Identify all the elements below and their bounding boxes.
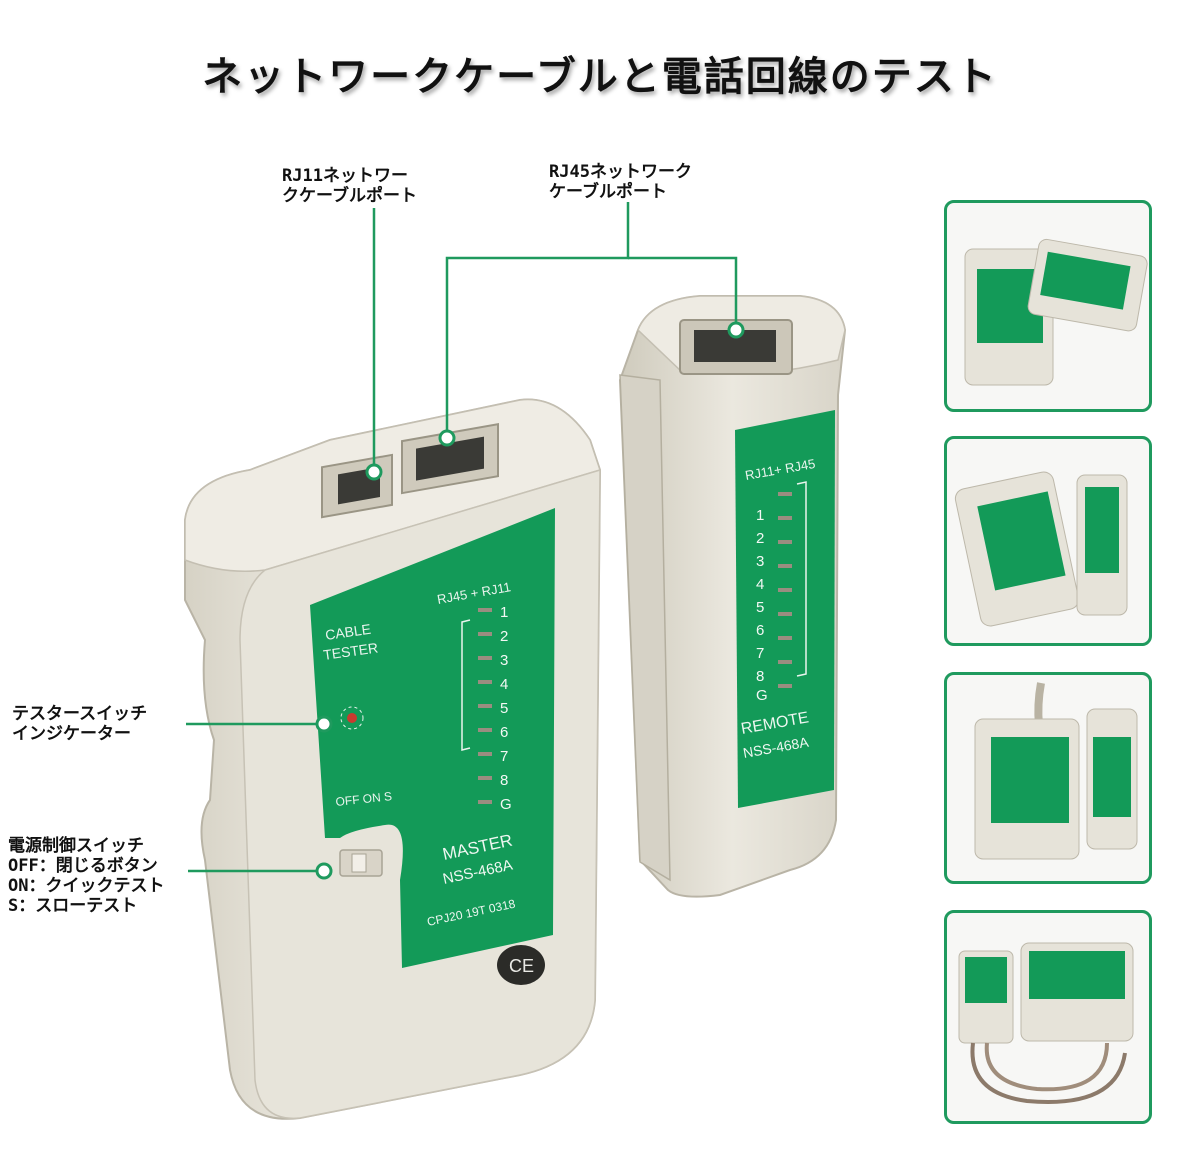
rj45-label-line-1: RJ45ネットワーク — [549, 162, 692, 182]
power-callout-dot — [315, 862, 333, 880]
power-switch[interactable] — [339, 849, 383, 877]
master-led-g — [478, 800, 492, 804]
remote-led-6 — [778, 612, 792, 616]
master-led-column: 1 2 3 4 5 6 7 8 G — [478, 604, 512, 813]
page-title: ネットワークケーブルと電話回線のテスト — [202, 54, 998, 100]
switch-position-label: OFF ON S — [335, 789, 393, 809]
rj11-callout-dot — [365, 463, 383, 481]
indicator-label-line-1: テスタースイッチ — [12, 704, 148, 724]
rj11-port-label: RJ11ネットワー クケーブルポート — [282, 166, 417, 206]
product-photo-2[interactable] — [944, 436, 1152, 646]
rj11-label-line-2: クケーブルポート — [282, 186, 417, 206]
callout-dots — [315, 321, 745, 880]
master-led-8 — [478, 776, 492, 780]
thumbnail-image-4 — [958, 942, 1134, 1104]
master-led-number-g: G — [500, 796, 512, 813]
rj45-callout-line-remote — [628, 256, 738, 328]
master-rj45-port — [401, 423, 499, 495]
master-unit: CABLE TESTER RJ45 + RJ11 1 2 3 4 5 6 7 8… — [184, 398, 602, 1120]
thumbnail-image-3 — [974, 682, 1138, 860]
remote-led-number-6: 6 — [756, 622, 764, 639]
product-photo-3[interactable] — [944, 672, 1152, 884]
rj45-port-label: RJ45ネットワーク ケーブルポート — [549, 162, 692, 202]
master-led-number-7: 7 — [500, 748, 508, 765]
cable-label: CABLE — [324, 621, 372, 643]
indicator-label: テスタースイッチ インジケーター — [12, 704, 147, 744]
thumbnail-image-1 — [964, 238, 1148, 386]
remote-led-7 — [778, 636, 792, 640]
master-led-1 — [478, 608, 492, 612]
remote-led-1 — [778, 492, 792, 496]
master-led-7 — [478, 752, 492, 756]
remote-unit: RJ11+ RJ45 1 2 3 4 5 6 7 8 G REMOTE NSS-… — [618, 295, 847, 898]
rj45-callout-dot-master — [438, 429, 456, 447]
indicator-callout-dot — [315, 715, 333, 733]
power-label-line-4: S：スローテスト — [8, 896, 138, 916]
callout-lines — [186, 202, 738, 873]
master-led-5 — [478, 704, 492, 708]
tester-indicator-light — [340, 706, 364, 730]
remote-led-5 — [778, 588, 792, 592]
master-led-2 — [478, 632, 492, 636]
remote-led-g — [778, 684, 792, 688]
svg-text:CE: CE — [509, 956, 534, 976]
master-green-panel — [310, 508, 555, 968]
product-photo-4[interactable] — [944, 910, 1152, 1124]
master-led-number-1: 1 — [500, 604, 508, 621]
rj45-label-line-2: ケーブルポート — [549, 182, 667, 202]
remote-led-number-7: 7 — [756, 645, 764, 662]
cable-tester-illustration: CABLE TESTER RJ45 + RJ11 1 2 3 4 5 6 7 8… — [184, 202, 847, 1120]
remote-green-panel — [735, 410, 835, 808]
master-led-3 — [478, 656, 492, 660]
remote-led-number-1: 1 — [756, 507, 764, 524]
power-switch-label: 電源制御スイッチ OFF：閉じるボタン ON：クイックテスト S：スローテスト — [8, 836, 164, 916]
power-label-line-3: ON：クイックテスト — [8, 876, 165, 896]
power-label-line-2: OFF：閉じるボタン — [8, 856, 158, 876]
remote-led-number-2: 2 — [756, 530, 764, 547]
master-led-number-6: 6 — [500, 724, 508, 741]
remote-led-number-5: 5 — [756, 599, 764, 616]
remote-led-number-3: 3 — [756, 553, 764, 570]
tester-label: TESTER — [322, 639, 379, 663]
indicator-label-line-2: インジケーター — [12, 724, 131, 744]
remote-led-8 — [778, 660, 792, 664]
master-led-number-3: 3 — [500, 652, 508, 669]
master-led-number-2: 2 — [500, 628, 508, 645]
thumbnail-image-2 — [954, 471, 1128, 627]
product-photo-1[interactable] — [944, 200, 1152, 412]
remote-led-number-4: 4 — [756, 576, 764, 593]
remote-led-number-8: 8 — [756, 668, 764, 685]
master-led-number-8: 8 — [500, 772, 508, 789]
master-led-6 — [478, 728, 492, 732]
power-label-line-1: 電源制御スイッチ — [8, 836, 144, 856]
rj45-callout-dot-remote — [727, 321, 745, 339]
remote-led-3 — [778, 540, 792, 544]
master-led-number-5: 5 — [500, 700, 508, 717]
remote-led-2 — [778, 516, 792, 520]
master-led-number-4: 4 — [500, 676, 508, 693]
remote-led-column: 1 2 3 4 5 6 7 8 G — [756, 492, 792, 704]
rj45-callout-line-master — [445, 202, 630, 436]
remote-led-number-g: G — [756, 687, 768, 704]
remote-led-4 — [778, 564, 792, 568]
ce-mark: CE — [497, 945, 545, 985]
master-led-4 — [478, 680, 492, 684]
rj11-label-line-1: RJ11ネットワー — [282, 166, 408, 186]
